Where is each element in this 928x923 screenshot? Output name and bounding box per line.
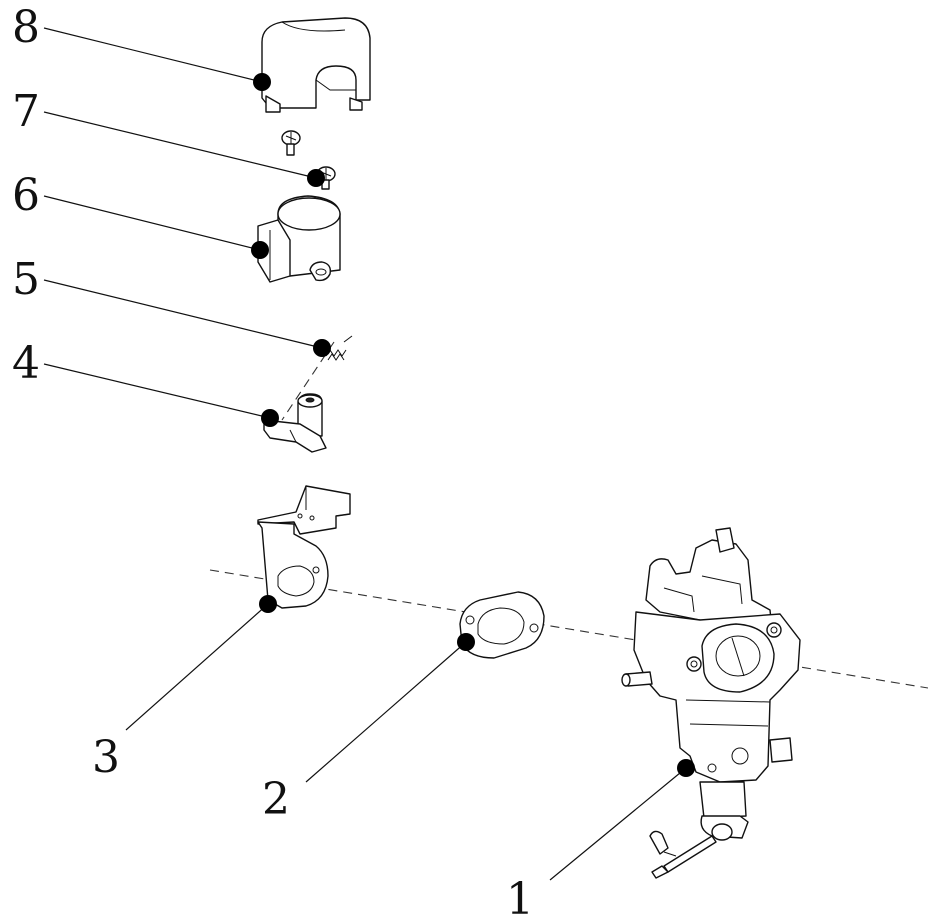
part-choke-lever [263,393,327,453]
callout-dot-2 [457,633,475,651]
assembly-axis-horizontal [209,569,928,689]
callout-number-7: 7 [12,86,40,137]
callout-number-5: 5 [12,254,40,305]
callout-number-4: 4 [12,338,40,389]
callout-number-2: 2 [262,774,290,825]
leader-line-7 [43,111,317,179]
callout-number-6: 6 [12,170,40,221]
leader-line-1 [549,767,687,881]
leader-line-5 [43,279,323,349]
callout-dot-1 [677,759,695,777]
leader-line-8 [43,27,263,83]
callout-dot-8 [253,73,271,91]
part-solenoid-cover [261,17,371,113]
callout-dot-5 [313,339,331,357]
leader-line-4 [43,363,271,419]
callout-number-8: 8 [12,2,40,53]
leader-line-2 [305,641,467,783]
part-choke-solenoid [257,195,341,283]
callout-number-3: 3 [92,732,120,783]
part-carburetor-assembly [621,527,801,879]
part-carburetor-gasket [459,591,545,659]
callout-dot-4 [261,409,279,427]
callout-dot-3 [259,595,277,613]
leader-line-3 [125,603,269,731]
callout-dot-6 [251,241,269,259]
callout-dot-7 [307,169,325,187]
callout-number-1: 1 [506,874,534,923]
leader-line-6 [43,195,261,251]
part-mounting-bracket [257,485,351,609]
